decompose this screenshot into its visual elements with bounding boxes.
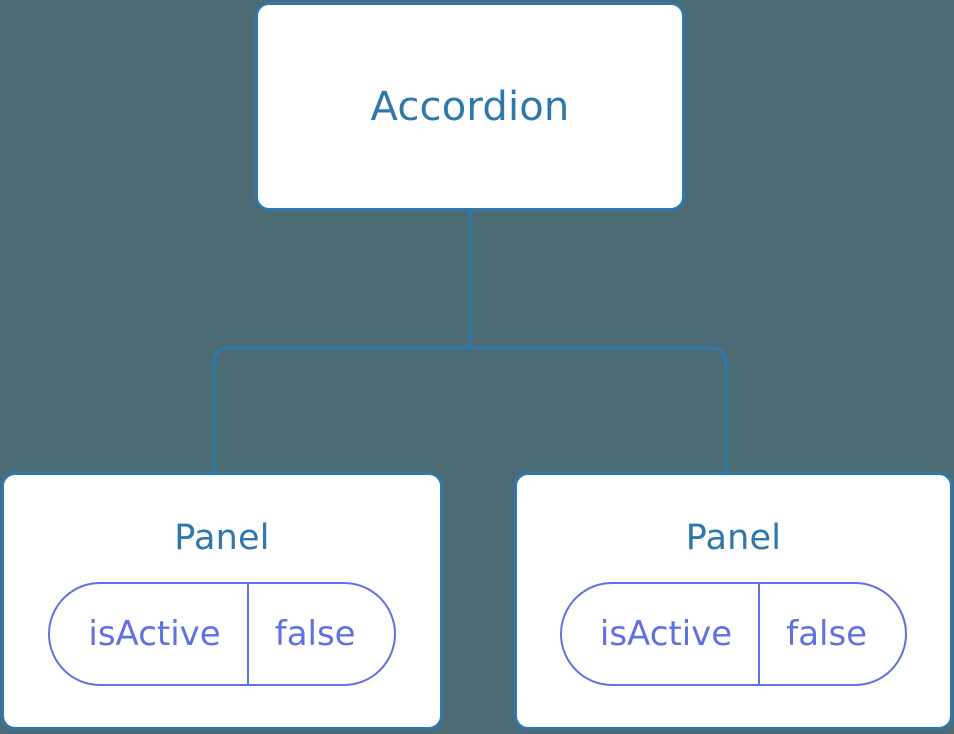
prop-value-right: false xyxy=(758,584,905,684)
prop-key-left: isActive xyxy=(88,614,221,654)
edge-to-panel-left xyxy=(212,346,470,474)
prop-pill-right[interactable]: isActive false xyxy=(559,582,908,686)
prop-value-left: false xyxy=(246,584,394,684)
node-panel-right[interactable]: Panel isActive false xyxy=(514,472,953,730)
node-panel-left-label: Panel xyxy=(174,518,270,558)
node-accordion-label: Accordion xyxy=(370,83,570,130)
node-accordion[interactable]: Accordion xyxy=(255,2,685,211)
node-panel-left[interactable]: Panel isActive false xyxy=(1,472,443,730)
prop-pill-left[interactable]: isActive false xyxy=(48,582,396,686)
prop-key-right: isActive xyxy=(599,614,733,654)
node-panel-right-label: Panel xyxy=(685,518,782,558)
edge-to-panel-right xyxy=(470,346,728,474)
